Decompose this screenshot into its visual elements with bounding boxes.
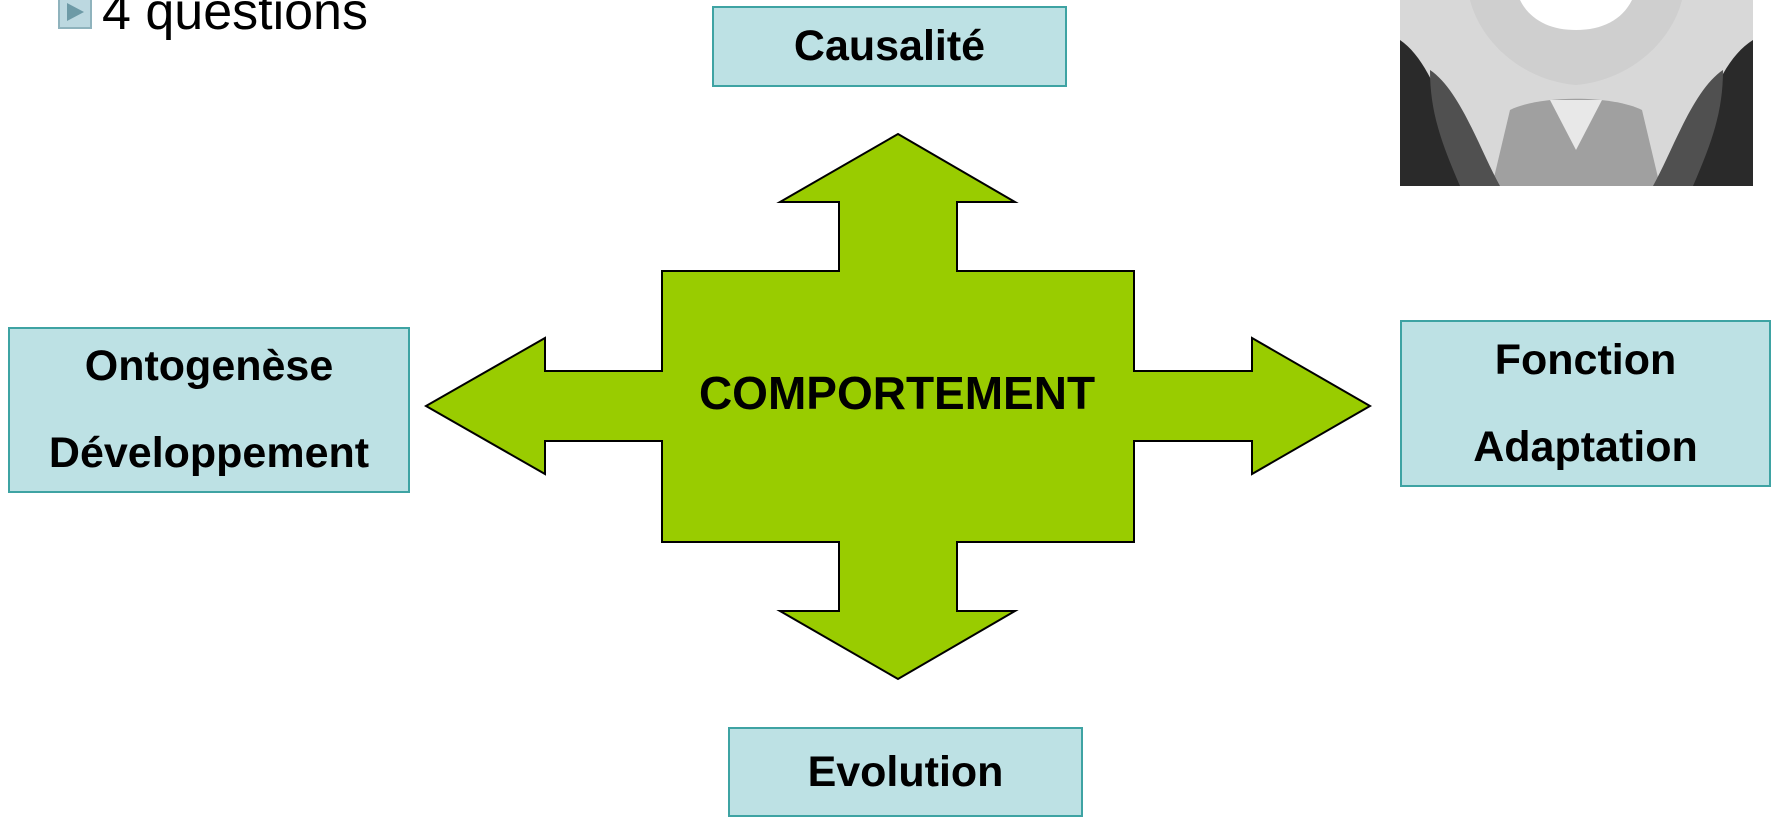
bullet-point: 4 questions — [58, 0, 368, 38]
causalite-label: Causalité — [793, 22, 986, 70]
adaptation-label: Adaptation — [1473, 422, 1698, 471]
evolution-label: Evolution — [807, 747, 1004, 796]
play-triangle-icon — [58, 0, 92, 29]
developpement-label: Développement — [48, 429, 370, 477]
comportement-label: COMPORTEMENT — [698, 367, 1096, 419]
causalite-box: Causalité — [712, 6, 1067, 87]
fonction-label: Fonction — [1494, 335, 1677, 384]
ontogenese-box: Ontogenèse Développement — [8, 327, 410, 493]
fonction-box: Fonction Adaptation — [1400, 320, 1771, 487]
bullet-text: 4 questions — [102, 0, 368, 41]
portrait-photo — [1400, 0, 1753, 186]
ontogenese-label: Ontogenèse — [84, 342, 334, 390]
central-cross-arrow — [423, 132, 1373, 681]
